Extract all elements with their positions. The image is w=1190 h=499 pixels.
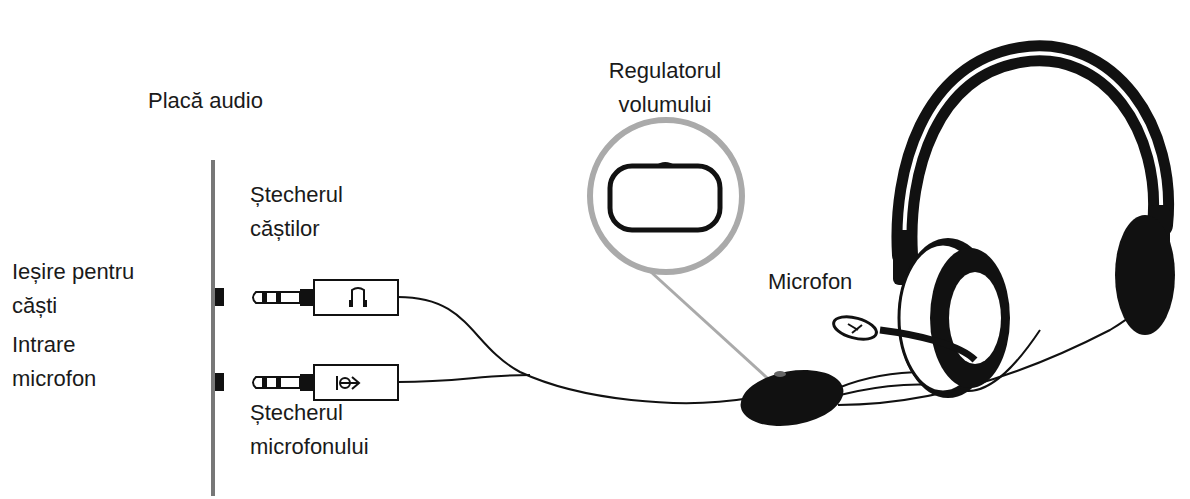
drawing-stroke bbox=[352, 288, 364, 305]
headset bbox=[831, 53, 1175, 398]
drawing-stroke bbox=[904, 53, 1161, 255]
microphone-plug bbox=[253, 365, 398, 400]
callout-circle bbox=[590, 120, 742, 272]
drawing-stroke bbox=[904, 53, 1161, 255]
part-label: Ștecherul căștilor bbox=[250, 178, 375, 246]
drawing-stroke bbox=[363, 300, 367, 307]
volume-wheel bbox=[655, 162, 676, 166]
drawing-stroke bbox=[838, 372, 925, 388]
drawing-stroke bbox=[340, 378, 350, 388]
drawing-stroke bbox=[276, 376, 281, 389]
part-label: Regulatorul volumului bbox=[570, 54, 760, 122]
part-label: Placă audio bbox=[148, 84, 348, 118]
drawing-stroke bbox=[300, 289, 314, 306]
mic-jack bbox=[215, 373, 224, 391]
headphone-jack bbox=[215, 288, 224, 306]
part-label: Ștecherul microfonului bbox=[250, 396, 400, 464]
volume-controller bbox=[736, 362, 848, 433]
drawing-stroke bbox=[253, 377, 300, 388]
drawing-stroke bbox=[314, 280, 398, 315]
drawing-stroke bbox=[300, 374, 314, 391]
volume-wheel bbox=[774, 371, 786, 377]
headphone-plug bbox=[253, 280, 398, 315]
volume-control-detail bbox=[610, 166, 720, 230]
drawing-stroke bbox=[276, 291, 281, 304]
drawing-stroke bbox=[880, 330, 975, 360]
drawing-stroke bbox=[831, 313, 879, 344]
part-label: Intrare microfon bbox=[12, 328, 142, 396]
leader-line bbox=[640, 262, 775, 385]
drawing-stroke bbox=[337, 376, 359, 390]
part-label: Microfon bbox=[768, 265, 898, 299]
drawing-stroke bbox=[930, 248, 1010, 388]
drawing-stroke bbox=[1115, 215, 1175, 335]
drawing-stroke bbox=[398, 375, 530, 382]
drawing-stroke bbox=[314, 365, 398, 400]
drawing-stroke bbox=[848, 324, 862, 333]
drawing-stroke bbox=[262, 291, 267, 304]
drawing-stroke bbox=[262, 376, 267, 389]
part-label: Ieșire pentru căști bbox=[12, 255, 177, 323]
drawing-stroke bbox=[253, 292, 300, 303]
audio-card-edge bbox=[211, 160, 215, 496]
drawing-stroke bbox=[349, 300, 353, 307]
